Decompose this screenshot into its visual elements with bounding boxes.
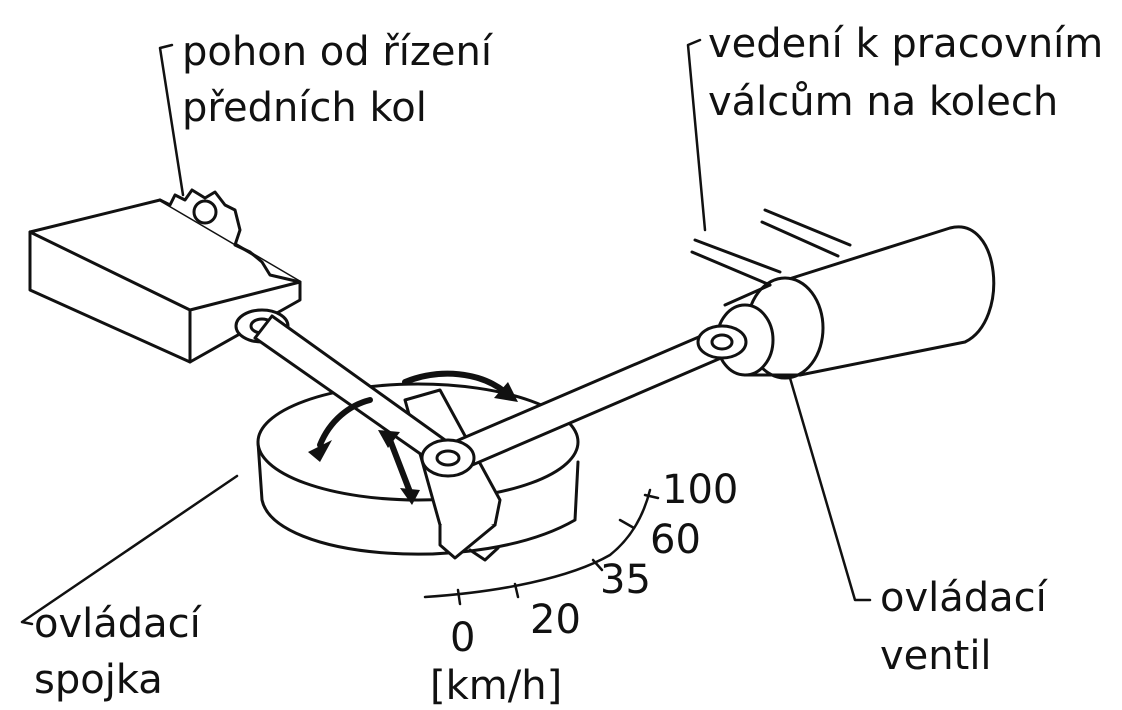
scale-tick-35: 35 — [600, 557, 651, 603]
pivot-eye — [420, 438, 476, 478]
steering-gearbox — [28, 188, 302, 364]
label-lines-line1: vedení k pracovním — [708, 21, 1104, 67]
scale-tick-60: 60 — [650, 517, 701, 563]
scale-tick-0: 0 — [450, 615, 476, 661]
arrow-heads — [308, 382, 518, 505]
control-valve — [715, 225, 996, 380]
valve-pipes — [690, 208, 852, 287]
scale-unit: [km/h] — [430, 663, 563, 709]
leader-lines — [20, 38, 872, 626]
rotation-arrows — [317, 370, 508, 495]
speed-scale — [423, 488, 660, 606]
label-control-clutch-line2: spojka — [34, 657, 163, 703]
scale-tick-100: 100 — [662, 467, 739, 513]
label-lines-line2: válcům na kolech — [708, 79, 1059, 125]
label-control-valve-line1: ovládací — [880, 575, 1047, 621]
control-clutch-disc — [256, 382, 580, 556]
label-steering-drive-line1: pohon od řízení — [182, 29, 492, 75]
valve-link-eye — [696, 324, 748, 360]
label-control-clutch-line1: ovládací — [34, 601, 201, 647]
scale-tick-20: 20 — [530, 597, 581, 643]
label-control-valve-line2: ventil — [880, 633, 992, 679]
label-steering-drive-line2: předních kol — [182, 85, 427, 131]
